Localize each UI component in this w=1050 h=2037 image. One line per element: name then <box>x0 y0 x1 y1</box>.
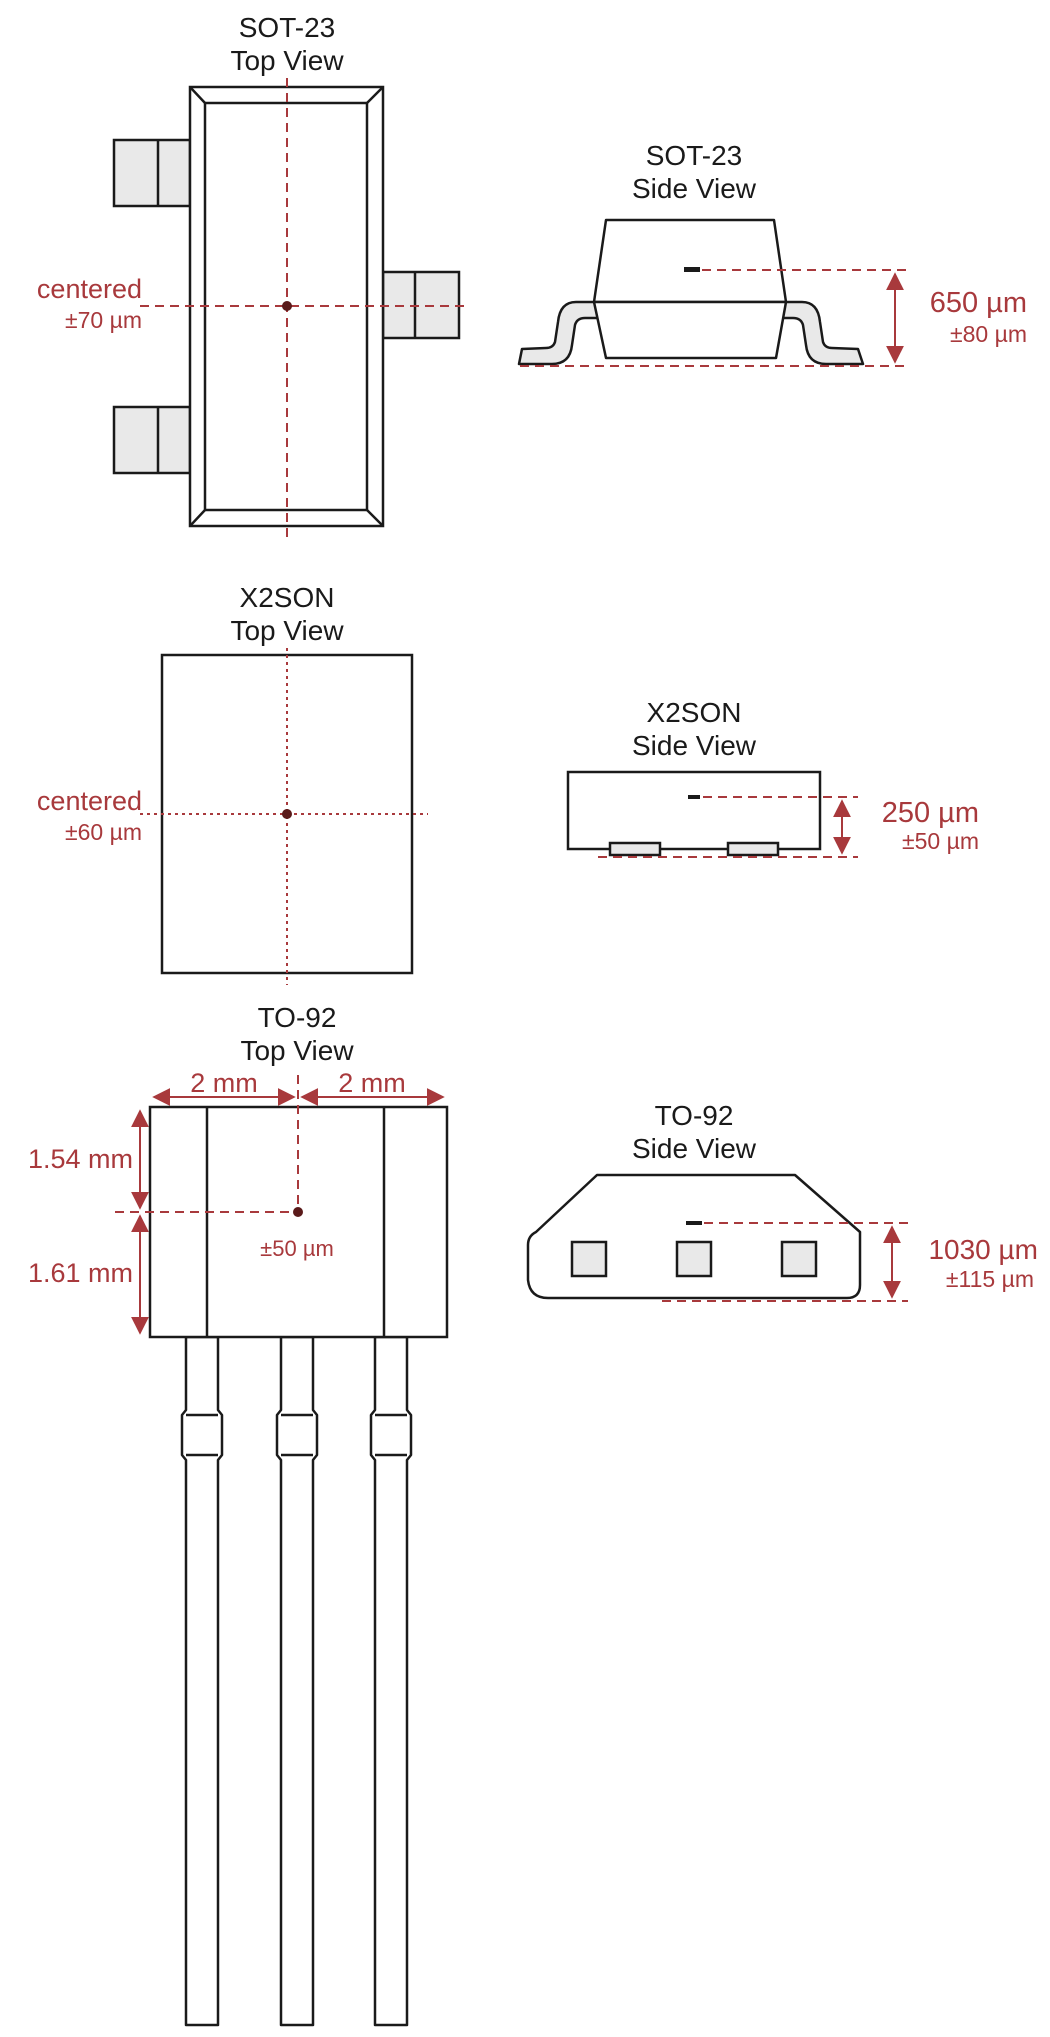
x2son-top-dim-line1: centered <box>37 786 142 816</box>
x2son-side-dim-line2: ±50 µm <box>902 828 979 854</box>
to92-side-lead-1 <box>570 1240 608 1278</box>
sot23-side-sensor-mark <box>684 267 700 272</box>
sot23-side-leads <box>517 300 865 366</box>
x2son-side-pad-right <box>726 841 780 857</box>
sot23-top-pin-2 <box>112 405 192 475</box>
x2son-side-dimension <box>598 796 858 858</box>
x2son-side-title-line2: Side View <box>632 730 757 761</box>
to92-side-leads <box>570 1240 818 1278</box>
sot23-side-lead-right <box>776 300 865 366</box>
sot23-side-title-line2: Side View <box>632 173 757 204</box>
to92-top-leads <box>180 1335 413 2027</box>
to92-top-sensor-dot <box>293 1207 303 1217</box>
to92-top-dim-left-width: 2 mm <box>190 1068 258 1098</box>
to92-top-view: TO-92 Top View <box>28 1002 449 2027</box>
sot23-side-dim-line1: 650 µm <box>930 287 1027 319</box>
to92-side-dim-line1: 1030 µm <box>928 1234 1038 1265</box>
to92-side-sensor-mark <box>686 1221 702 1225</box>
to92-top-lead-1 <box>180 1335 224 2027</box>
to92-side-title-line2: Side View <box>632 1133 757 1164</box>
sot23-top-dim-line1: centered <box>37 274 142 304</box>
sot23-side-dimension <box>520 269 910 367</box>
to92-side-dim-line2: ±115 µm <box>946 1266 1034 1292</box>
to92-top-title-line2: Top View <box>240 1035 354 1066</box>
sot23-top-pin-1 <box>112 138 192 208</box>
x2son-side-title-line1: X2SON <box>647 697 742 728</box>
sot23-top-title-line1: SOT-23 <box>239 12 335 43</box>
x2son-top-title-line1: X2SON <box>240 582 335 613</box>
sot23-side-title-line1: SOT-23 <box>646 140 742 171</box>
to92-top-dimensions <box>115 1075 445 1335</box>
to92-side-lead-2 <box>675 1240 713 1278</box>
to92-top-dim-right-width: 2 mm <box>338 1068 406 1098</box>
x2son-top-sensor-dot <box>282 809 292 819</box>
to92-side-view: TO-92 Side View 1030 µm ±115 µm <box>526 1100 1038 1302</box>
sot23-side-body <box>592 218 788 360</box>
sot23-side-view: SOT-23 Side View 650 µm ±80 µm <box>517 140 1027 367</box>
to92-top-dim-tolerance: ±50 µm <box>260 1236 334 1261</box>
sot23-top-view: SOT-23 Top View centered ±70 µm <box>37 12 470 540</box>
to92-top-body <box>148 1105 449 1339</box>
x2son-side-pad-left <box>608 841 662 857</box>
sot23-top-title-line2: Top View <box>230 45 344 76</box>
x2son-side-pads <box>608 841 780 857</box>
x2son-top-view: X2SON Top View centered ±60 µm <box>37 582 428 985</box>
to92-top-lead-3 <box>369 1335 413 2027</box>
sot23-side-lead-left <box>517 300 602 366</box>
to92-side-title-line1: TO-92 <box>655 1100 734 1131</box>
sot23-top-dim-line2: ±70 µm <box>65 307 142 333</box>
to92-top-dim-lower-height: 1.61 mm <box>28 1258 133 1288</box>
to92-side-lead-3 <box>780 1240 818 1278</box>
x2son-side-dim-line1: 250 µm <box>882 797 979 829</box>
to92-top-dim-upper-height: 1.54 mm <box>28 1144 133 1174</box>
x2son-side-sensor-mark <box>688 795 700 799</box>
sot23-side-dim-line2: ±80 µm <box>950 321 1027 347</box>
x2son-side-view: X2SON Side View 250 µm ±50 µm <box>566 697 979 858</box>
sot23-top-sensor-dot <box>282 301 292 311</box>
to92-top-lead-2 <box>275 1335 319 2027</box>
to92-side-dimension <box>662 1222 908 1302</box>
x2son-top-title-line2: Top View <box>230 615 344 646</box>
x2son-side-body <box>566 770 822 851</box>
to92-top-title-line1: TO-92 <box>258 1002 337 1033</box>
x2son-top-dim-line2: ±60 µm <box>65 819 142 845</box>
to92-side-body <box>526 1173 862 1300</box>
